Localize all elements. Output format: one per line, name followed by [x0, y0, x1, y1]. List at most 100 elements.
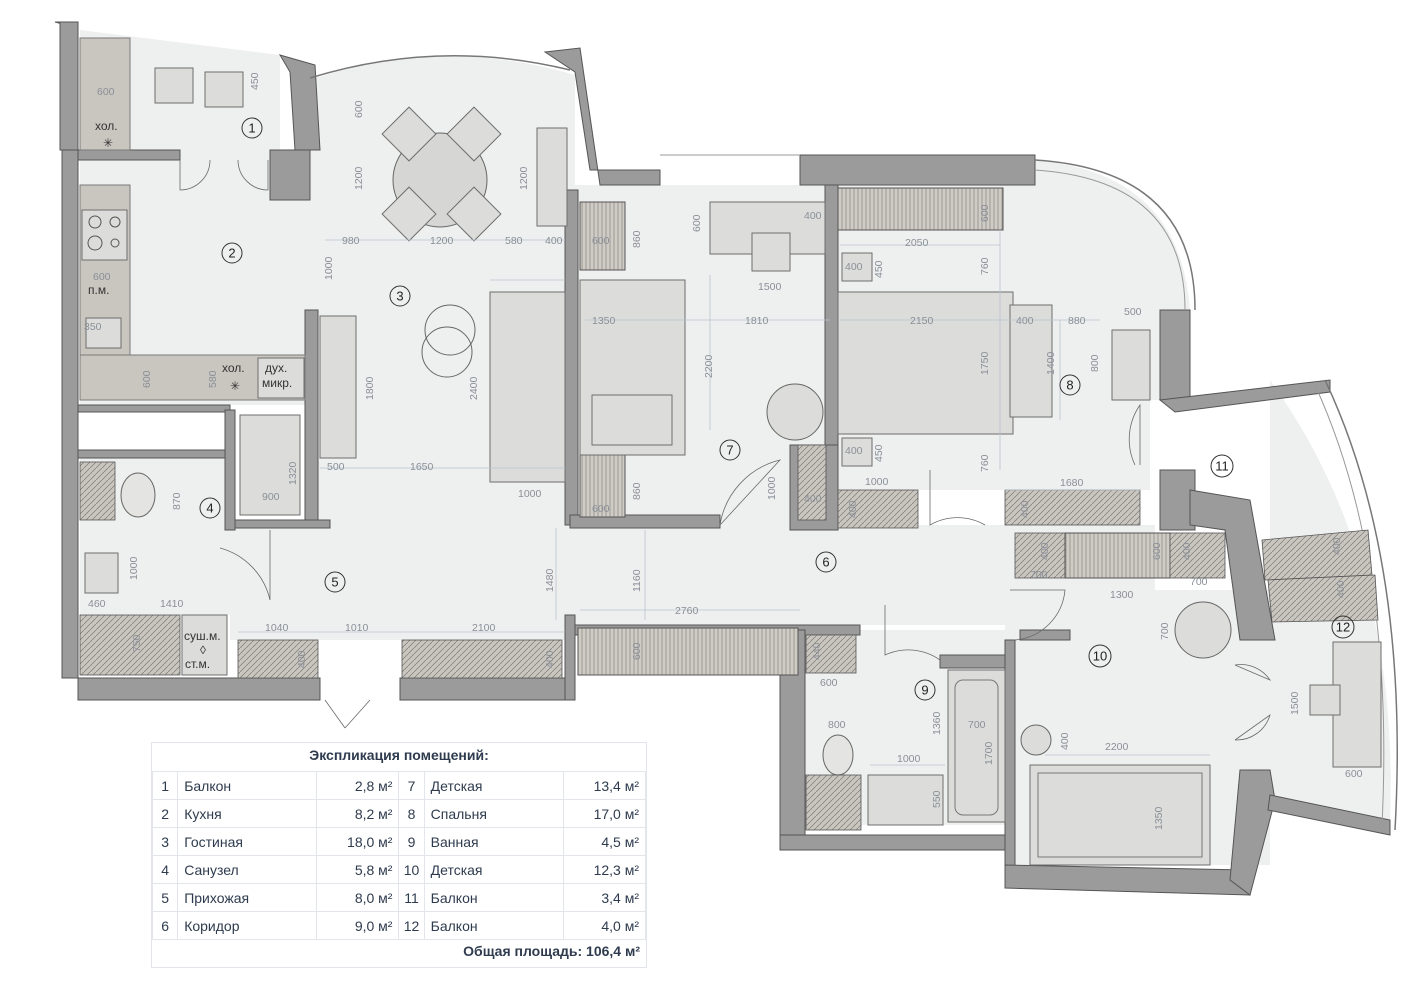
legend-name: Детская — [423, 771, 564, 800]
dim-text: 600 — [820, 677, 838, 689]
legend-num: 2 — [151, 799, 179, 828]
legend-name: Кухня — [177, 799, 318, 828]
dim-text: 2200 — [1105, 741, 1129, 753]
svg-text:10: 10 — [1093, 649, 1107, 664]
legend-name: Балкон — [423, 911, 564, 940]
dim-text: 600 — [1151, 542, 1163, 560]
dim-text: 440 — [811, 642, 823, 660]
legend-name: Гостиная — [177, 827, 318, 856]
legend-num: 3 — [151, 827, 179, 856]
dim-text: 400 — [1019, 500, 1031, 518]
svg-text:2: 2 — [228, 246, 235, 261]
dim-text: 1700 — [983, 741, 995, 765]
dim-text: 600 — [979, 204, 991, 222]
dim-text: 550 — [931, 790, 943, 808]
dim-text: 1500 — [758, 281, 782, 293]
dim-text: 400 — [1016, 315, 1034, 327]
dim-text: 800 — [1089, 354, 1101, 372]
legend-num: 1 — [151, 771, 179, 800]
dim-text: 980 — [342, 235, 360, 247]
kitchen — [79, 37, 306, 401]
legend-area: 9,0 м² — [316, 911, 400, 940]
dim-text: 600 — [141, 370, 153, 388]
legend-total: Общая площадь: 106,4 м² — [463, 943, 640, 959]
dim-text: 1000 — [128, 556, 140, 580]
legend-num: 10 — [398, 855, 425, 884]
room-numbers: 1 2 3 4 5 6 7 8 9 10 11 12 — [199, 117, 1355, 701]
dim-text: 2150 — [910, 315, 934, 327]
dim-text: 400 — [1181, 542, 1193, 560]
legend-name: Спальня — [423, 799, 564, 828]
bathroom-9 — [805, 634, 1006, 831]
dim-text: 870 — [171, 492, 183, 510]
dim-text: 1350 — [1153, 806, 1165, 830]
legend-area: 12,3 м² — [562, 855, 647, 884]
legend-name: Прихожая — [177, 883, 318, 912]
dim-text: 400 — [847, 500, 859, 518]
dim-text: 1350 — [592, 315, 616, 327]
dim-text: 600 — [592, 503, 610, 515]
dim-text: 400 — [804, 210, 822, 222]
dim-text: 600 — [353, 100, 365, 118]
oven-label: дух. — [265, 361, 287, 375]
dim-text: 1360 — [931, 711, 943, 735]
legend-num: 12 — [398, 911, 425, 940]
dim-text: 400 — [296, 650, 308, 668]
svg-text:9: 9 — [921, 683, 928, 698]
svg-text:3: 3 — [396, 289, 403, 304]
dim-text: 400 — [804, 493, 822, 505]
dim-text: 600 — [631, 642, 643, 660]
fridge2-label: хол. — [222, 361, 245, 375]
dim-text: 2400 — [468, 376, 480, 400]
dim-text: 1160 — [631, 569, 643, 592]
legend-num: 11 — [398, 883, 425, 912]
legend-area: 8,0 м² — [316, 883, 400, 912]
dim-text: 500 — [1124, 306, 1142, 318]
dim-text: 2760 — [675, 605, 699, 617]
dim-text: 1040 — [265, 622, 289, 634]
drop-icon: ◊ — [200, 643, 206, 657]
legend-area: 3,4 м² — [562, 883, 647, 912]
washer-label: ст.м. — [185, 657, 210, 671]
dim-text: 1000 — [897, 753, 921, 765]
bathroom-4 — [79, 414, 301, 676]
svg-text:11: 11 — [1215, 459, 1229, 474]
dim-text: 2050 — [905, 237, 929, 249]
legend-num: 4 — [151, 855, 179, 884]
dim-text: 400 — [1335, 580, 1347, 598]
dimension-texts: 600 450 600 1200 1200 980 1200 580 400 1… — [84, 72, 1363, 830]
legend-name: Балкон — [177, 771, 318, 800]
dim-text: 460 — [88, 598, 106, 610]
legend-name: Санузел — [177, 855, 318, 884]
dim-text: 450 — [873, 444, 885, 462]
appliance-labels: хол. ✳ п.м. хол. ✳ дух. микр. суш.м. ◊ с… — [88, 119, 292, 671]
dim-text: 450 — [873, 260, 885, 278]
dim-text: 860 — [631, 482, 643, 500]
dim-text: 400 — [544, 650, 556, 668]
dim-text: 860 — [631, 230, 643, 248]
legend-area: 2,8 м² — [316, 771, 400, 800]
svg-text:7: 7 — [726, 443, 733, 458]
dim-text: 1800 — [364, 376, 376, 400]
bedroom-10 — [1020, 601, 1232, 866]
bedroom-8 — [837, 187, 1151, 529]
legend-area: 8,2 м² — [316, 799, 400, 828]
dim-text: 400 — [845, 261, 863, 273]
dishwasher-label: п.м. — [88, 283, 109, 297]
dim-text: 400 — [1039, 542, 1051, 560]
dim-text: 1750 — [979, 351, 991, 375]
legend-name: Ванная — [423, 827, 564, 856]
dim-text: 400 — [545, 235, 563, 247]
dim-text: 700 — [1159, 622, 1171, 640]
dim-text: 1680 — [1060, 477, 1084, 489]
dim-text: 1810 — [745, 315, 769, 327]
legend-name: Балкон — [423, 883, 564, 912]
legend-num: 8 — [398, 799, 425, 828]
